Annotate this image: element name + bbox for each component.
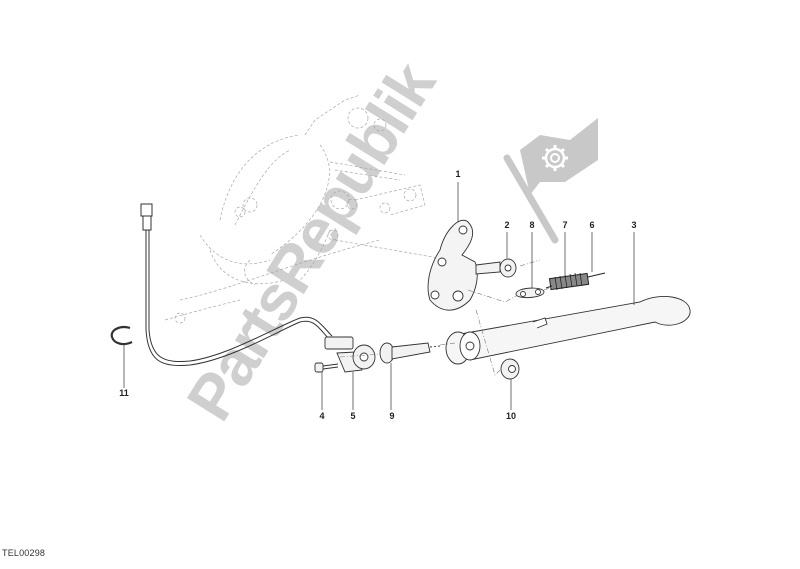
callout-10[interactable]: 10 (505, 411, 517, 421)
sensor-screw-part (314, 362, 339, 373)
watermark: PartsRepublik (173, 49, 598, 432)
callout-6[interactable]: 6 (589, 220, 595, 230)
pivot-bolt-part (379, 342, 441, 364)
spring-plate-part (515, 287, 545, 299)
watermark-text: PartsRepublik (173, 49, 450, 432)
callout-11[interactable]: 11 (119, 388, 129, 398)
leader-lines (123, 182, 635, 410)
flag-gear-icon (503, 118, 598, 244)
return-springs-part (545, 272, 606, 291)
switch-cable (140, 203, 333, 367)
side-stand-bracket-part (427, 219, 478, 311)
pivot-nut-part (500, 358, 520, 380)
side-stand-part (445, 296, 691, 365)
callout-9[interactable]: 9 (389, 411, 395, 421)
cable-clip-part (110, 326, 133, 346)
callout-2[interactable]: 2 (504, 220, 510, 230)
callout-3[interactable]: 3 (631, 220, 637, 230)
bracket-bolt-part (475, 258, 517, 278)
callout-4[interactable]: 4 (319, 411, 325, 421)
callout-1[interactable]: 1 (455, 169, 461, 179)
assembly-lines (339, 259, 554, 376)
engine-case-outline (164, 94, 451, 324)
side-stand-switch-part (324, 336, 376, 373)
callout-7[interactable]: 7 (562, 220, 568, 230)
drawing-code: TEL00298 (2, 548, 46, 558)
callout-5[interactable]: 5 (350, 411, 356, 421)
callout-8[interactable]: 8 (529, 220, 535, 230)
